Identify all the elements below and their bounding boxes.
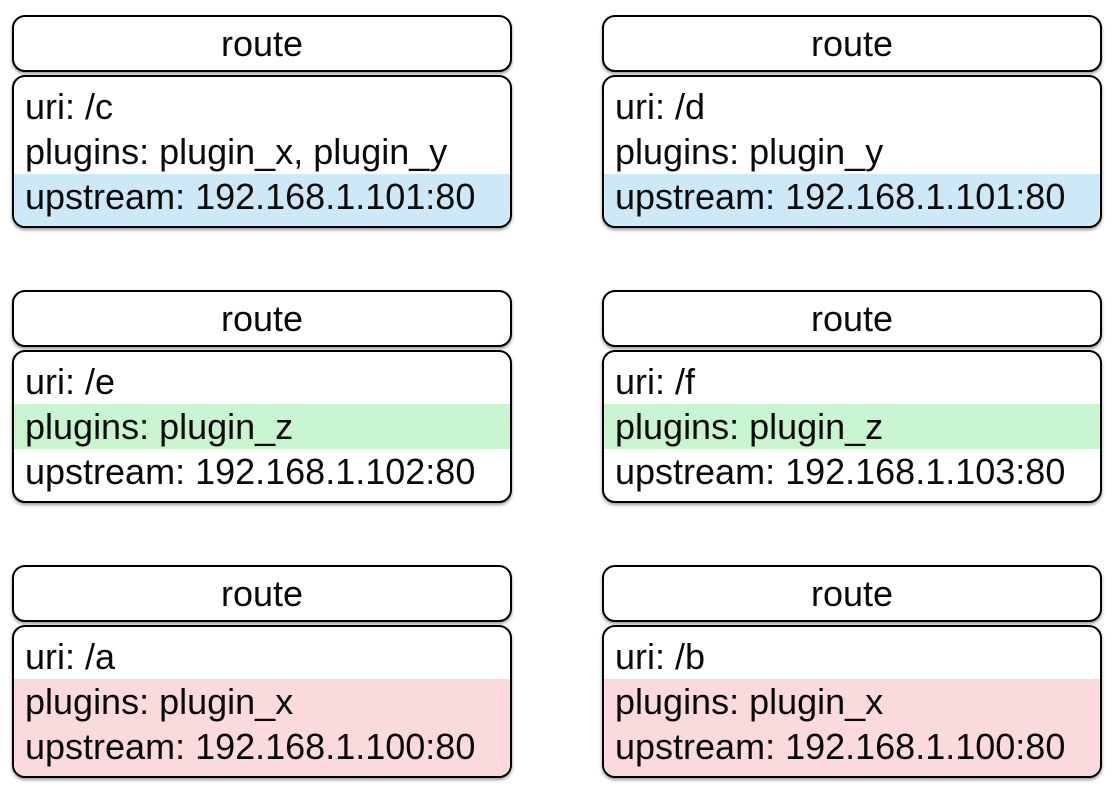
route-card-title: route [810,297,894,339]
route-upstream-line: upstream: 192.168.1.103:80 [615,451,1066,492]
route-card: route uri: /f plugins: plugin_z upstream… [602,290,1102,503]
route-card-header: route [12,15,512,72]
route-card: route uri: /d plugins: plugin_y upstream… [602,15,1102,228]
route-card-title: route [220,22,304,64]
route-card-body: uri: /d plugins: plugin_y upstream: 192.… [602,75,1102,228]
route-card-body: uri: /f plugins: plugin_z upstream: 192.… [602,350,1102,503]
route-card-header: route [602,565,1102,622]
route-card-body: uri: /e plugins: plugin_z upstream: 192.… [12,350,512,503]
route-card: route uri: /c plugins: plugin_x, plugin_… [12,15,512,228]
route-card-header: route [602,290,1102,347]
route-card-title: route [810,572,894,614]
route-upstream-line: upstream: 192.168.1.100:80 [604,724,1100,776]
route-upstream-line: upstream: 192.168.1.102:80 [25,451,476,492]
route-uri-line: uri: /d [615,86,706,127]
route-plugins-line: plugins: plugin_z [604,404,1100,449]
route-uri-line: uri: /f [615,361,696,402]
route-card: route uri: /e plugins: plugin_z upstream… [12,290,512,503]
route-upstream-line: upstream: 192.168.1.100:80 [14,724,510,776]
route-uri-line: uri: /b [615,636,706,677]
route-card-header: route [12,290,512,347]
route-card-title: route [220,572,304,614]
route-card-header: route [602,15,1102,72]
route-card-grid: route uri: /c plugins: plugin_x, plugin_… [12,15,1102,778]
route-plugins-line: plugins: plugin_y [615,131,884,172]
route-plugins-line: plugins: plugin_x [14,679,510,724]
route-plugins-line: plugins: plugin_z [14,404,510,449]
route-card: route uri: /a plugins: plugin_x upstream… [12,565,512,778]
route-card-body: uri: /a plugins: plugin_x upstream: 192.… [12,625,512,778]
route-uri-line: uri: /c [25,86,114,127]
route-uri-line: uri: /a [25,636,116,677]
route-plugins-line: plugins: plugin_x, plugin_y [25,131,448,172]
route-card-title: route [810,22,894,64]
route-card-title: route [220,297,304,339]
route-plugins-line: plugins: plugin_x [604,679,1100,724]
route-card-body: uri: /b plugins: plugin_x upstream: 192.… [602,625,1102,778]
route-upstream-line: upstream: 192.168.1.101:80 [14,174,510,226]
route-card-body: uri: /c plugins: plugin_x, plugin_y upst… [12,75,512,228]
route-card: route uri: /b plugins: plugin_x upstream… [602,565,1102,778]
route-uri-line: uri: /e [25,361,116,402]
route-card-header: route [12,565,512,622]
route-upstream-line: upstream: 192.168.1.101:80 [604,174,1100,226]
